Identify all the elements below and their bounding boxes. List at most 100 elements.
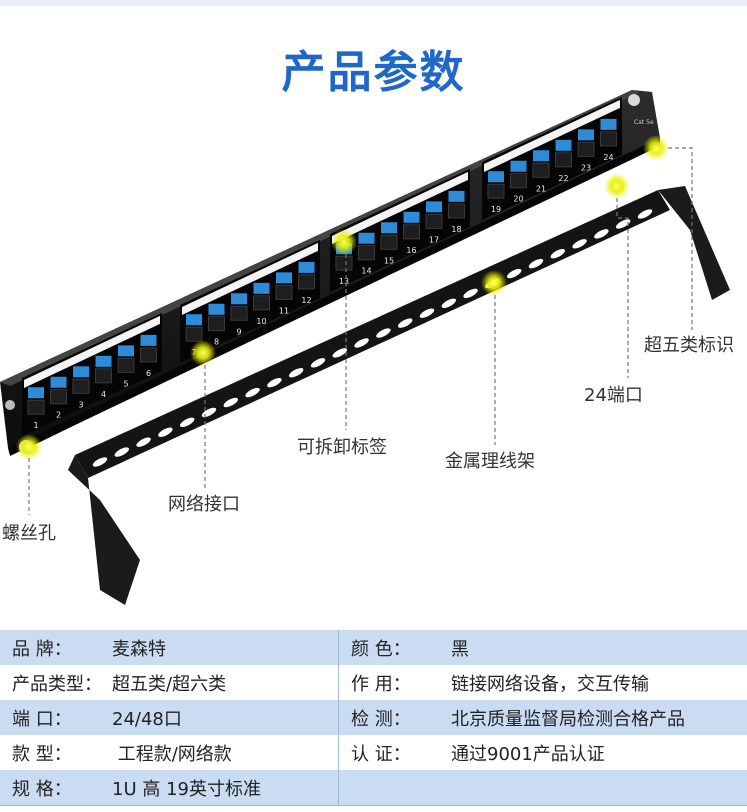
rj45-jack <box>208 316 225 332</box>
table-row: 规 格：1U 高 19英寸标准 <box>0 770 747 806</box>
port-label-tab <box>208 303 225 315</box>
rj45-jack <box>358 245 375 261</box>
spec-key: 端 口： <box>12 708 72 730</box>
port-number: 21 <box>536 184 546 193</box>
spec-value: 24/48口 <box>112 708 182 730</box>
port-label-tab <box>231 293 247 305</box>
bar-slot <box>267 377 282 388</box>
rj45-jack <box>298 274 315 290</box>
metal-bar <box>68 186 730 605</box>
port-label-tab <box>403 211 420 223</box>
spec-value: 1U 高 19英寸标准 <box>112 778 261 800</box>
bar-slot <box>594 229 609 239</box>
port-label-tab <box>555 139 572 151</box>
port-label-tab <box>533 150 549 162</box>
port-number: 1 <box>33 421 38 430</box>
spec-key: 颜 色： <box>351 638 411 660</box>
rj45-jack <box>487 183 505 199</box>
port-label-tab <box>488 171 504 183</box>
port-number: 5 <box>123 379 128 388</box>
top-strip <box>0 0 747 6</box>
spec-key: 作 用： <box>351 673 411 695</box>
rj45-jack <box>555 152 572 168</box>
rj45-jack <box>230 305 248 321</box>
port-label-tab <box>510 160 527 172</box>
spec-table: 品 牌：麦森特 颜 色：黑 产品类型：超五类/超六类 作 用：链接网络设备，交互… <box>0 630 747 806</box>
port-label-tab <box>600 118 617 130</box>
port-number: 6 <box>146 369 151 378</box>
rj45-jack <box>510 173 527 189</box>
callout-network-port: 网络接口 <box>168 494 240 515</box>
rj45-jack <box>117 357 135 373</box>
port-number: 10 <box>256 317 266 326</box>
rj45-jack <box>275 284 293 300</box>
spec-key: 品 牌： <box>12 638 72 660</box>
screw-hole-right <box>628 94 640 106</box>
bar-slot <box>288 368 304 378</box>
bar-slot <box>463 288 478 299</box>
port-number: 22 <box>558 174 568 183</box>
port-label-tab <box>50 376 67 388</box>
spec-value: 超五类/超六类 <box>112 673 227 695</box>
bar-slot <box>354 338 369 348</box>
rj45-jack <box>425 213 443 229</box>
table-row: 产品类型：超五类/超六类 作 用：链接网络设备，交互传输 <box>0 665 747 700</box>
table-row: 品 牌：麦森特 颜 色：黑 <box>0 630 747 665</box>
bar-slot <box>376 328 391 338</box>
port-label-tab <box>186 314 202 326</box>
port-label-tab <box>140 334 157 346</box>
port-label-tab <box>28 387 44 399</box>
rj45-jack <box>253 295 270 311</box>
port-label-tab <box>381 222 397 234</box>
spec-key: 检 测： <box>351 708 411 730</box>
bar-slot <box>310 358 326 368</box>
page-title: 产品参数 <box>281 47 466 98</box>
port-number: 24 <box>603 153 613 162</box>
port-label-tab <box>426 201 442 213</box>
port-number: 9 <box>236 327 241 336</box>
bar-slot <box>223 397 239 408</box>
callout-port-count: 24端口 <box>584 385 643 406</box>
port-group: 789101112 <box>180 239 320 363</box>
rj45-jack <box>27 399 45 415</box>
patch-panel-illustration: 123456789101112131415161718192021222324C… <box>0 90 730 605</box>
rj45-jack <box>335 255 353 271</box>
spec-value: 通过9001产品认证 <box>451 743 605 765</box>
port-number: 2 <box>56 411 61 420</box>
rj45-jack <box>50 389 67 405</box>
rj45-jack <box>380 234 398 250</box>
port-number: 18 <box>451 225 461 234</box>
port-label-tab <box>578 129 594 141</box>
bar-slot <box>158 427 173 437</box>
leader-lines <box>28 147 693 515</box>
port-number: 12 <box>301 296 311 305</box>
callout-metal-bar: 金属理线架 <box>445 451 535 472</box>
rj45-jack <box>403 224 420 240</box>
spec-value: 工程款/网络款 <box>112 743 232 765</box>
bar-slot <box>506 268 522 279</box>
port-label-tab <box>298 261 315 273</box>
port-label-tab <box>73 366 89 378</box>
port-number: 19 <box>491 205 501 214</box>
bar-slot <box>528 258 544 269</box>
port-number: 11 <box>279 306 289 315</box>
table-row: 款 型： 工程款/网络款 认 证：通过9001产品认证 <box>0 735 747 770</box>
bar-slot <box>136 437 151 447</box>
rj45-jack <box>577 141 595 157</box>
port-number: 16 <box>406 246 416 255</box>
spec-value: 黑 <box>451 638 469 660</box>
bar-slot <box>637 209 653 219</box>
bar-slot <box>332 348 348 358</box>
rj45-jack <box>448 203 465 219</box>
port-number: 20 <box>513 195 523 204</box>
port-groups: 123456789101112131415161718192021222324C… <box>22 96 654 436</box>
callout-glows <box>16 135 669 460</box>
port-number: 17 <box>429 235 439 244</box>
port-label-tab <box>253 282 270 294</box>
bar-slot <box>615 219 631 229</box>
port-number: 8 <box>214 338 219 347</box>
port-number: 13 <box>339 277 349 286</box>
bar-slot <box>572 239 587 249</box>
